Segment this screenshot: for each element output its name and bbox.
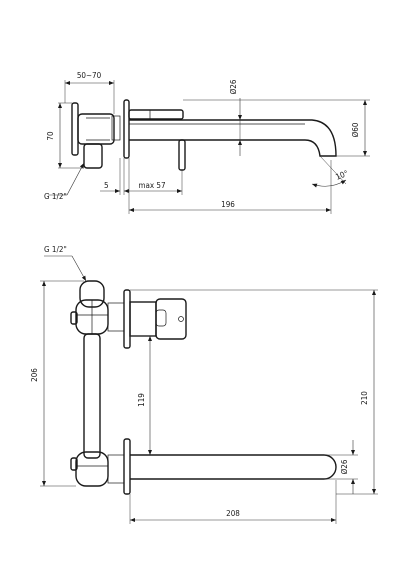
top-view-handle <box>129 298 187 340</box>
top-view-spout <box>130 454 337 480</box>
dim-height-119: 119 <box>130 335 155 455</box>
dim-length-208: 208 <box>129 480 337 524</box>
offset-range-label: 50~70 <box>77 71 102 80</box>
dim-side-diameter-26: Ø26 <box>228 79 242 156</box>
dim-offset-range: 50~70 <box>64 71 115 114</box>
side-view: 50~70 70 G 1/2" 5 max 57 <box>44 71 370 214</box>
dim-top-diameter-26: Ø26 <box>324 440 358 494</box>
side-view-body <box>71 102 121 169</box>
top-view-rosette-upper <box>123 289 131 349</box>
top-thread-label: G 1/2" <box>44 245 67 254</box>
side-view-rosette <box>123 99 130 159</box>
dim-height-70: 70 <box>46 102 84 169</box>
dim-diameter-60: Ø60 <box>183 99 370 157</box>
top-view-body <box>70 280 125 487</box>
dim-height-210: 210 <box>130 289 378 495</box>
height-206-label: 206 <box>30 368 39 382</box>
height-210-label: 210 <box>360 391 369 405</box>
dim-angle-10: 10° <box>311 155 350 188</box>
height-70-label: 70 <box>46 131 55 141</box>
top-diameter-26-label: Ø26 <box>339 459 349 474</box>
dim-gap-and-max: 5 max 57 <box>100 158 183 195</box>
gap-5-label: 5 <box>104 181 109 190</box>
dim-height-206: 206 <box>30 280 84 487</box>
diameter-60-label: Ø60 <box>350 122 360 137</box>
side-view-spout <box>129 119 337 157</box>
max-57-label: max 57 <box>138 181 165 190</box>
top-view: G 1/2" 206 119 210 Ø26 <box>30 245 378 524</box>
top-view-rosette-lower <box>123 438 131 495</box>
height-119-label: 119 <box>137 393 146 407</box>
side-thread-label: G 1/2" <box>44 192 67 201</box>
angle-10-label: 10° <box>334 169 349 182</box>
side-diameter-26-label: Ø26 <box>228 79 238 94</box>
length-208-label: 208 <box>226 509 240 518</box>
side-thread-callout: G 1/2" <box>44 162 85 201</box>
length-196-label: 196 <box>221 200 235 209</box>
top-thread-callout: G 1/2" <box>44 245 87 282</box>
